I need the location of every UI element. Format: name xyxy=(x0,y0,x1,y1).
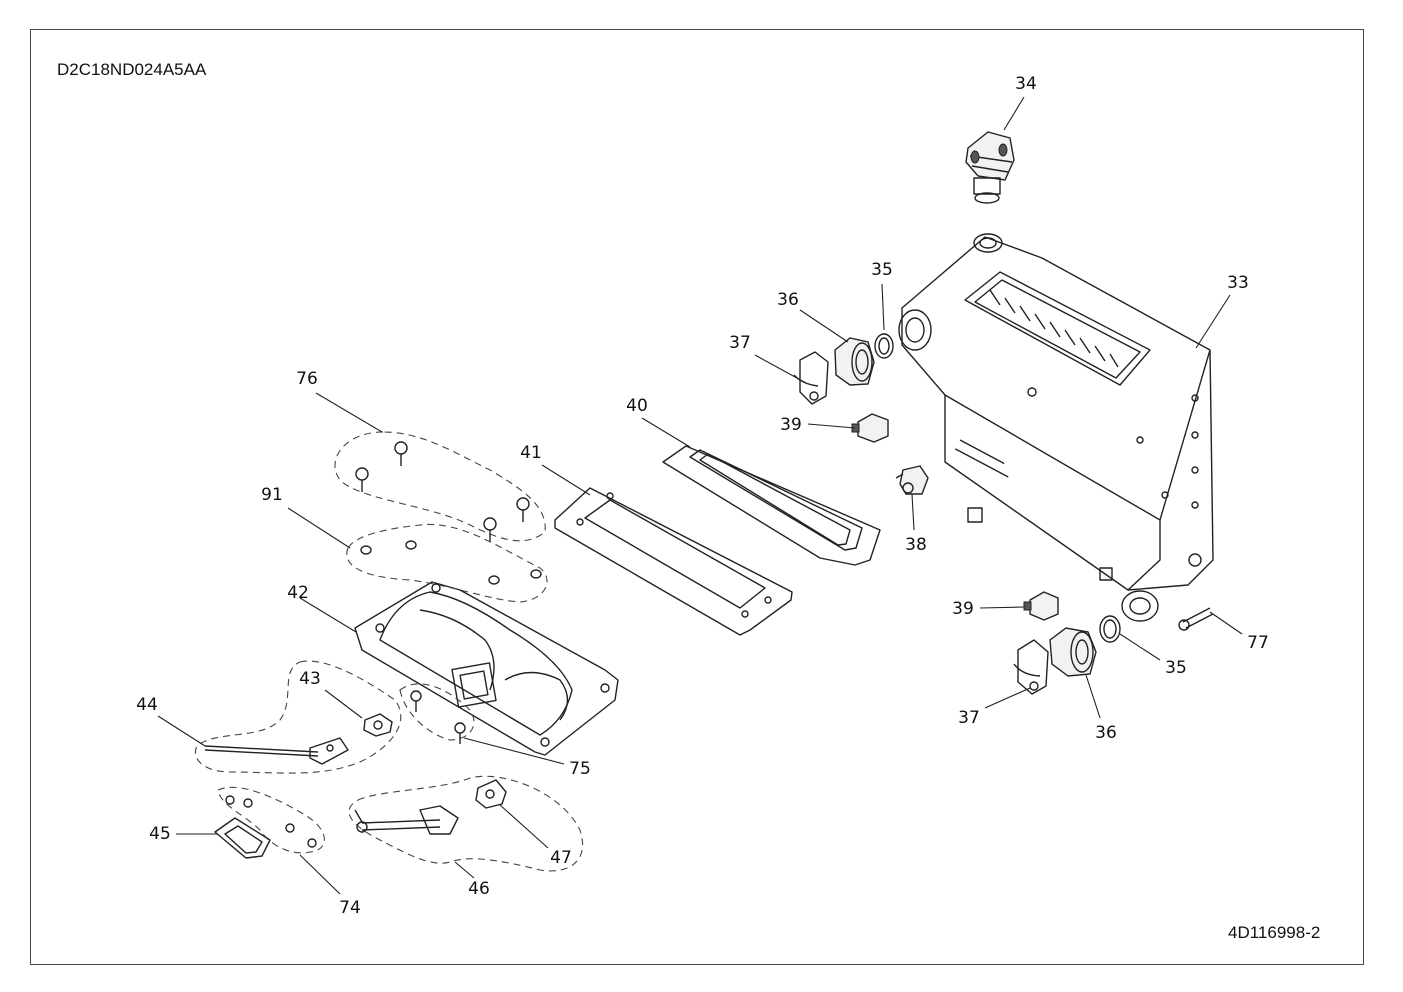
callout-39-lower: 39 xyxy=(952,599,974,619)
model-code: D2C18ND024A5AA xyxy=(57,60,207,79)
callout-38: 38 xyxy=(905,535,927,555)
screws-group-part-76 xyxy=(334,431,546,542)
gasket-part-43 xyxy=(363,713,393,737)
air-vent-part-34 xyxy=(965,131,1015,204)
gasket-part-40 xyxy=(662,445,881,566)
callout-44: 44 xyxy=(136,695,158,715)
thermostat-part-38 xyxy=(895,465,929,495)
screw-icon xyxy=(483,517,497,542)
callout-91: 91 xyxy=(261,485,283,505)
clip-part-37-lower xyxy=(1013,639,1049,695)
o-ring-part-35-upper xyxy=(874,333,894,359)
ionisation-electrode-group-part-46 xyxy=(348,775,584,872)
screw-icon xyxy=(394,441,408,466)
drawing-number: 4D116998-2 xyxy=(1228,923,1321,942)
burner-housing-part-42 xyxy=(354,581,619,756)
sensor-part-39-upper xyxy=(851,413,889,443)
nut-icon xyxy=(307,838,317,848)
fins xyxy=(989,289,1119,368)
screw-icon xyxy=(516,497,530,522)
casting-marking xyxy=(954,439,1009,478)
electrode-rod xyxy=(354,805,459,835)
union-fitting-part-36-lower xyxy=(1049,627,1097,677)
callout-45: 45 xyxy=(149,824,171,844)
callout-46: 46 xyxy=(468,879,490,899)
screw-part-77 xyxy=(1178,607,1214,631)
callout-36-lower: 36 xyxy=(1095,723,1117,743)
union-fitting-part-36-upper xyxy=(834,337,875,386)
screw-icon xyxy=(454,722,466,744)
washers-group-part-91 xyxy=(346,523,548,603)
plate-part-41 xyxy=(554,487,793,636)
heat-exchanger-part-33 xyxy=(898,233,1214,622)
callout-74: 74 xyxy=(339,898,361,918)
nut-icon xyxy=(225,795,235,805)
sensor-part-39-lower xyxy=(1023,591,1059,621)
callout-37-upper: 37 xyxy=(729,333,751,353)
electrode-group-part-44 xyxy=(194,660,402,774)
o-ring-part-35-lower xyxy=(1099,615,1121,643)
callout-42: 42 xyxy=(287,583,309,603)
callout-77: 77 xyxy=(1247,633,1269,653)
callout-labels: 33 34 35 36 37 39 38 40 41 76 91 39 35 7… xyxy=(136,74,1269,918)
leader-lines xyxy=(157,96,1243,895)
callout-47: 47 xyxy=(550,848,572,868)
screw-icon xyxy=(410,690,422,712)
nut-icon xyxy=(285,823,295,833)
callout-41: 41 xyxy=(520,443,542,463)
screw-icon xyxy=(355,467,369,492)
callout-33: 33 xyxy=(1227,273,1249,293)
sight-glass-part-45 xyxy=(214,817,271,859)
callout-34: 34 xyxy=(1015,74,1037,94)
nut-icon xyxy=(243,798,253,808)
callout-37-lower: 37 xyxy=(958,708,980,728)
sight-glass-group-part-74 xyxy=(214,786,325,859)
callout-35-upper: 35 xyxy=(871,260,893,280)
callout-40: 40 xyxy=(626,396,648,416)
clip-part-37-upper xyxy=(793,351,829,405)
callout-35-lower: 35 xyxy=(1165,658,1187,678)
callout-36-upper: 36 xyxy=(777,290,799,310)
drawing-frame xyxy=(30,29,1364,965)
ignition-electrode xyxy=(204,737,349,765)
callout-75: 75 xyxy=(569,759,591,779)
gasket-part-47 xyxy=(475,779,507,809)
callout-39-upper: 39 xyxy=(780,415,802,435)
screws-group-part-75 xyxy=(399,683,475,744)
callout-43: 43 xyxy=(299,669,321,689)
callout-76: 76 xyxy=(296,369,318,389)
